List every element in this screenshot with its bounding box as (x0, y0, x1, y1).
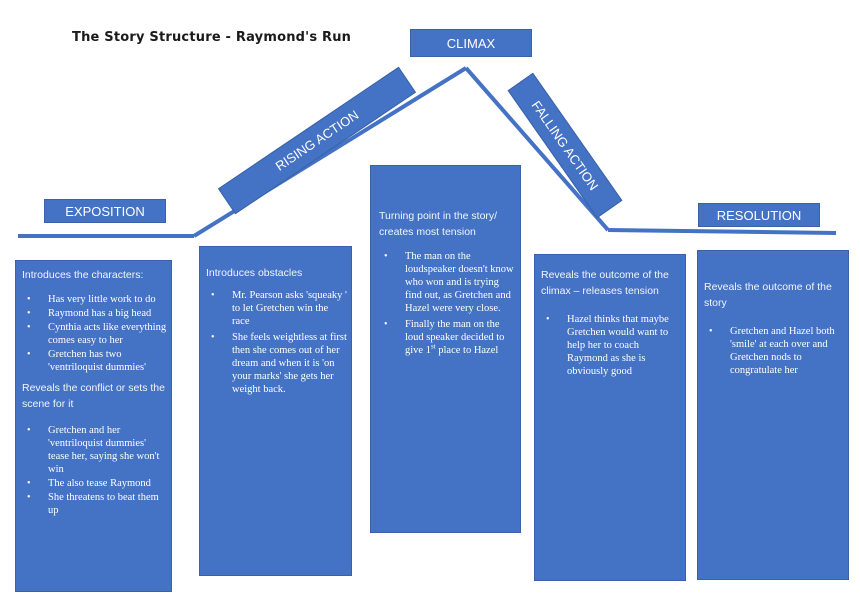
list-item: Gretchen has two 'ventriloquist dummies' (22, 348, 167, 374)
climax-item2-end: place to Hazel (435, 345, 499, 356)
climax-heading: Turning point in the story/ creates most… (379, 210, 498, 238)
list-item: Gretchen and Hazel both 'smile' at each … (704, 325, 842, 377)
exposition-label: EXPOSITION (44, 199, 166, 223)
resolution-list: Gretchen and Hazel both 'smile' at each … (704, 325, 842, 377)
list-item: The man on the loudspeaker doesn't know … (379, 250, 514, 315)
list-item: Raymond has a big head (22, 307, 167, 320)
list-item: Has very little work to do (22, 293, 167, 306)
list-item: She feels weightless at first then she c… (206, 331, 347, 396)
exposition-heading-characters: Introduces the characters: (22, 269, 144, 281)
list-item: She threatens to beat them up (22, 491, 167, 517)
rising-heading: Introduces obstacles (206, 267, 303, 279)
exposition-heading-conflict: Reveals the conflict or sets the scene f… (22, 382, 165, 410)
rising-action-card: Introduces obstacles Mr. Pearson asks 's… (199, 246, 352, 576)
list-item: The also tease Raymond (22, 477, 167, 490)
climax-label: CLIMAX (410, 29, 532, 57)
exposition-card: Introduces the characters: Has very litt… (15, 260, 172, 592)
exposition-conflict-list: Gretchen and her 'ventriloquist dummies'… (22, 424, 167, 517)
list-item: Cynthia acts like everything comes easy … (22, 321, 167, 347)
list-item: Mr. Pearson asks 'squeaky ' to let Gretc… (206, 289, 347, 328)
rising-list: Mr. Pearson asks 'squeaky ' to let Gretc… (206, 289, 347, 396)
list-item: Finally the man on the loud speaker deci… (379, 318, 514, 357)
list-item: Hazel thinks that maybe Gretchen would w… (541, 313, 679, 378)
resolution-heading: Reveals the outcome of the story (704, 281, 832, 309)
resolution-label: RESOLUTION (698, 203, 820, 227)
falling-list: Hazel thinks that maybe Gretchen would w… (541, 313, 679, 378)
exposition-characters-list: Has very little work to do Raymond has a… (22, 293, 167, 374)
resolution-line (607, 228, 837, 235)
falling-action-card: Reveals the outcome of the climax – rele… (534, 254, 686, 581)
page-title: The Story Structure - Raymond's Run (72, 30, 352, 45)
falling-heading: Reveals the outcome of the climax – rele… (541, 269, 669, 297)
climax-list: The man on the loudspeaker doesn't know … (379, 250, 514, 357)
resolution-card: Reveals the outcome of the story Gretche… (697, 250, 849, 580)
climax-item2-text: Finally the man on the loud speaker deci… (405, 319, 505, 356)
list-item: Gretchen and her 'ventriloquist dummies'… (22, 424, 167, 476)
climax-item2-sup: st (430, 342, 436, 351)
falling-line (464, 66, 610, 232)
climax-card: Turning point in the story/ creates most… (370, 165, 521, 533)
